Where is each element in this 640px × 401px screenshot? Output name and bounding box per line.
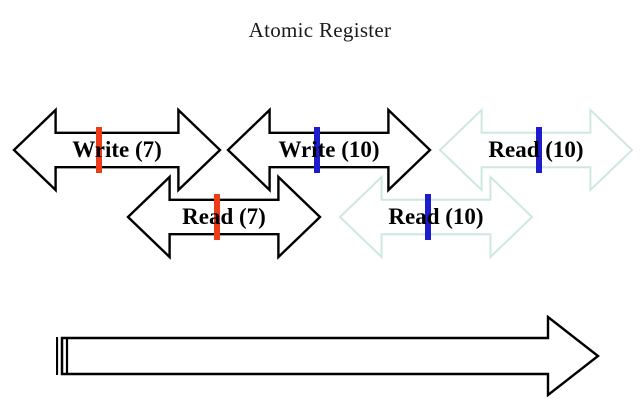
time-axis-arrow (56, 315, 600, 397)
operation-arrow-shape (126, 174, 322, 260)
arrow-outline (338, 174, 534, 260)
operation-read-7: Read (7) (126, 174, 322, 260)
operation-arrow-shape (12, 107, 222, 193)
page-title: Atomic Register (248, 18, 392, 42)
linearization-point-marker (536, 127, 542, 173)
arrow-outline (226, 107, 432, 193)
linearization-point-marker (425, 194, 432, 240)
linearization-point-marker (214, 194, 221, 240)
arrow-outline (12, 107, 222, 193)
time-axis-outline (60, 315, 600, 397)
arrow-outline (126, 174, 322, 260)
linearization-point-marker (313, 127, 320, 173)
operation-read-10-bottom: Read (10) (338, 174, 534, 260)
operation-arrow-shape (226, 107, 432, 193)
time-axis-svg (56, 315, 600, 397)
linearization-point-marker (96, 127, 103, 173)
operation-arrow-shape (338, 174, 534, 260)
